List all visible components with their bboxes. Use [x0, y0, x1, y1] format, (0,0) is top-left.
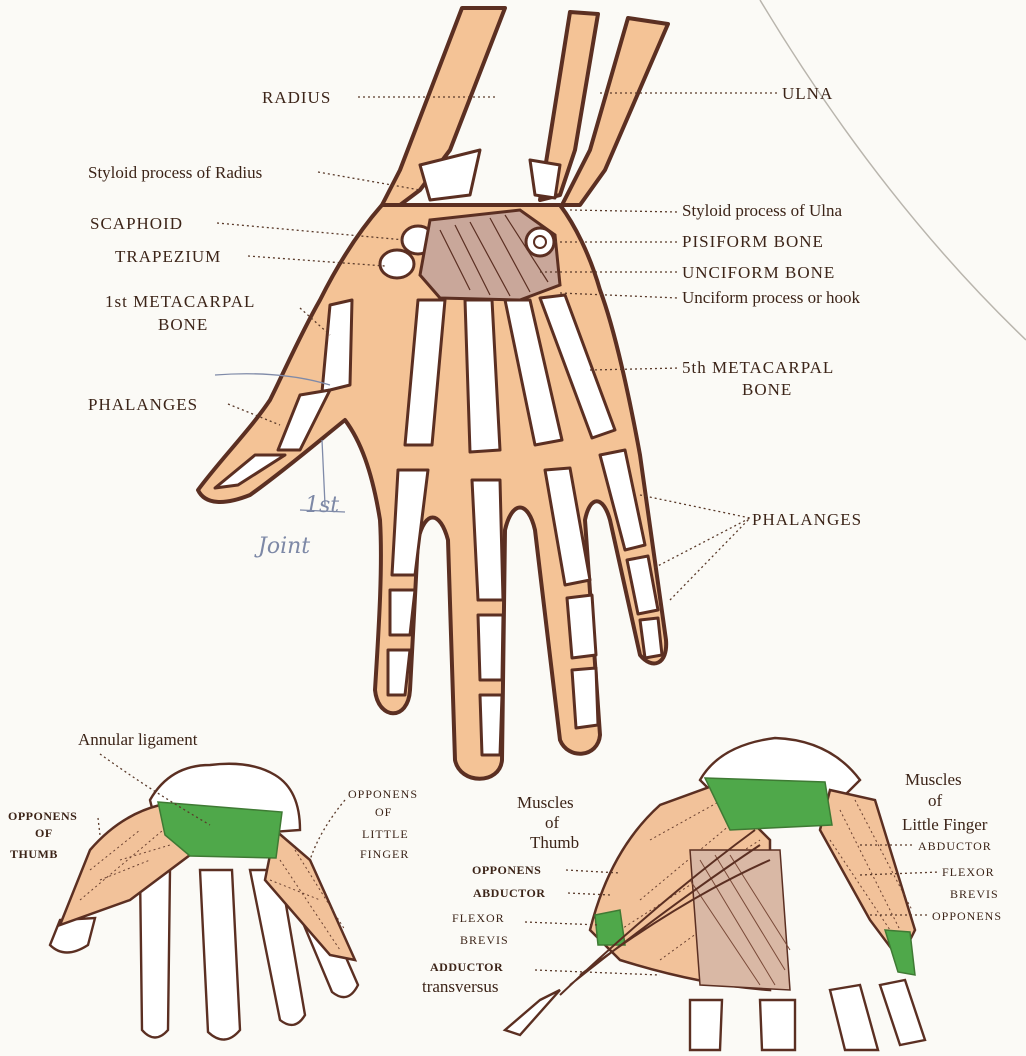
label-flexor: FLEXOR: [452, 911, 505, 925]
label-opponens-thumb-1: OPPONENS: [8, 809, 77, 823]
label-opponens-little-2: OF: [375, 805, 392, 819]
middle-phalanx-2: [478, 615, 503, 680]
little-phalanx-3: [640, 618, 662, 658]
label-opponens: OPPONENS: [472, 863, 541, 877]
label-annular-ligament: Annular ligament: [78, 730, 198, 749]
label-opponens-right: OPPONENS: [932, 909, 1002, 923]
label-brevis-right: BREVIS: [950, 887, 999, 901]
label-muscles-thumb-2: of: [545, 813, 560, 832]
left-finger-2: [200, 870, 240, 1040]
label-first-metacarpal-2: BONE: [158, 315, 208, 334]
opponens-green-little: [885, 930, 915, 975]
label-abductor-right: ABDUCTOR: [918, 839, 992, 853]
right-palm-figure: Muscles of Thumb OPPONENS ABDUCTOR FLEXO…: [422, 738, 1002, 1050]
ring-phalanx-2: [567, 595, 596, 658]
index-phalanx-2: [390, 590, 415, 635]
label-muscles-thumb-1: Muscles: [517, 793, 574, 812]
leader-styloid-ulna: [570, 210, 678, 212]
right-finger-1: [690, 1000, 722, 1050]
ring-phalanx-3: [572, 668, 598, 728]
label-muscles-little-2: of: [928, 791, 943, 810]
label-radius: RADIUS: [262, 88, 331, 107]
label-trapezium: TRAPEZIUM: [115, 247, 221, 266]
right-thumb: [505, 990, 560, 1035]
label-muscles-little-1: Muscles: [905, 770, 962, 789]
label-opponens-little-3: LITTLE: [362, 827, 409, 841]
pisiform-center: [534, 236, 546, 248]
label-muscles-little-3: Little Finger: [902, 815, 988, 834]
trapezium-bone: [380, 250, 414, 278]
label-ulna: ULNA: [782, 84, 833, 103]
label-unciform: UNCIFORM BONE: [682, 263, 835, 282]
label-opponens-little-4: FINGER: [360, 847, 409, 861]
leader-adductor: [535, 970, 660, 975]
right-finger-bones: [505, 980, 925, 1050]
ulna-distal-end: [530, 160, 560, 198]
leader-opp-little: [310, 800, 345, 860]
right-finger-2: [760, 1000, 795, 1050]
pencil-note-joint: Joint: [254, 534, 310, 559]
label-flexor-right: FLEXOR: [942, 865, 995, 879]
index-phalanx-1: [392, 470, 428, 575]
label-opponens-little-1: OPPONENS: [348, 787, 418, 801]
leader-opp-thumb: [98, 818, 100, 835]
label-opponens-thumb-2: OF: [35, 826, 53, 840]
right-finger-4: [880, 980, 925, 1045]
index-phalanx-3: [388, 650, 410, 695]
label-styloid-ulna: Styloid process of Ulna: [682, 201, 843, 220]
pencil-note-1st: 1st: [305, 493, 339, 518]
label-muscles-thumb-3: Thumb: [530, 833, 579, 852]
label-adductor: ADDUCTOR: [430, 960, 503, 974]
left-thumb: [50, 918, 95, 953]
label-fifth-metacarpal-1: 5th METACARPAL: [682, 358, 834, 377]
label-fifth-metacarpal-2: BONE: [742, 380, 792, 399]
middle-phalanx-1: [472, 480, 503, 600]
label-transversus: transversus: [422, 977, 498, 996]
label-pisiform: PISIFORM BONE: [682, 232, 824, 251]
label-brevis: BREVIS: [460, 933, 509, 947]
label-scaphoid: SCAPHOID: [90, 214, 183, 233]
label-unciform-hook: Unciform process or hook: [682, 288, 860, 307]
main-hand-figure: 1st Joint RADIUS ULNA Styloid process of…: [88, 8, 862, 779]
middle-phalanx-3: [480, 695, 502, 755]
label-abductor: ABDUCTOR: [473, 886, 545, 900]
label-phalanges-left: PHALANGES: [88, 395, 198, 414]
leader-flexor: [525, 922, 600, 925]
right-finger-3: [830, 985, 878, 1050]
left-palm-figure: Annular ligament OPPONENS OF THUMB OPPON…: [8, 730, 418, 1040]
label-phalanges-right: PHALANGES: [752, 510, 862, 529]
left-finger-1: [140, 870, 170, 1038]
label-styloid-radius: Styloid process of Radius: [88, 163, 262, 182]
label-opponens-thumb-3: THUMB: [10, 847, 58, 861]
label-first-metacarpal-1: 1st METACARPAL: [105, 292, 255, 311]
